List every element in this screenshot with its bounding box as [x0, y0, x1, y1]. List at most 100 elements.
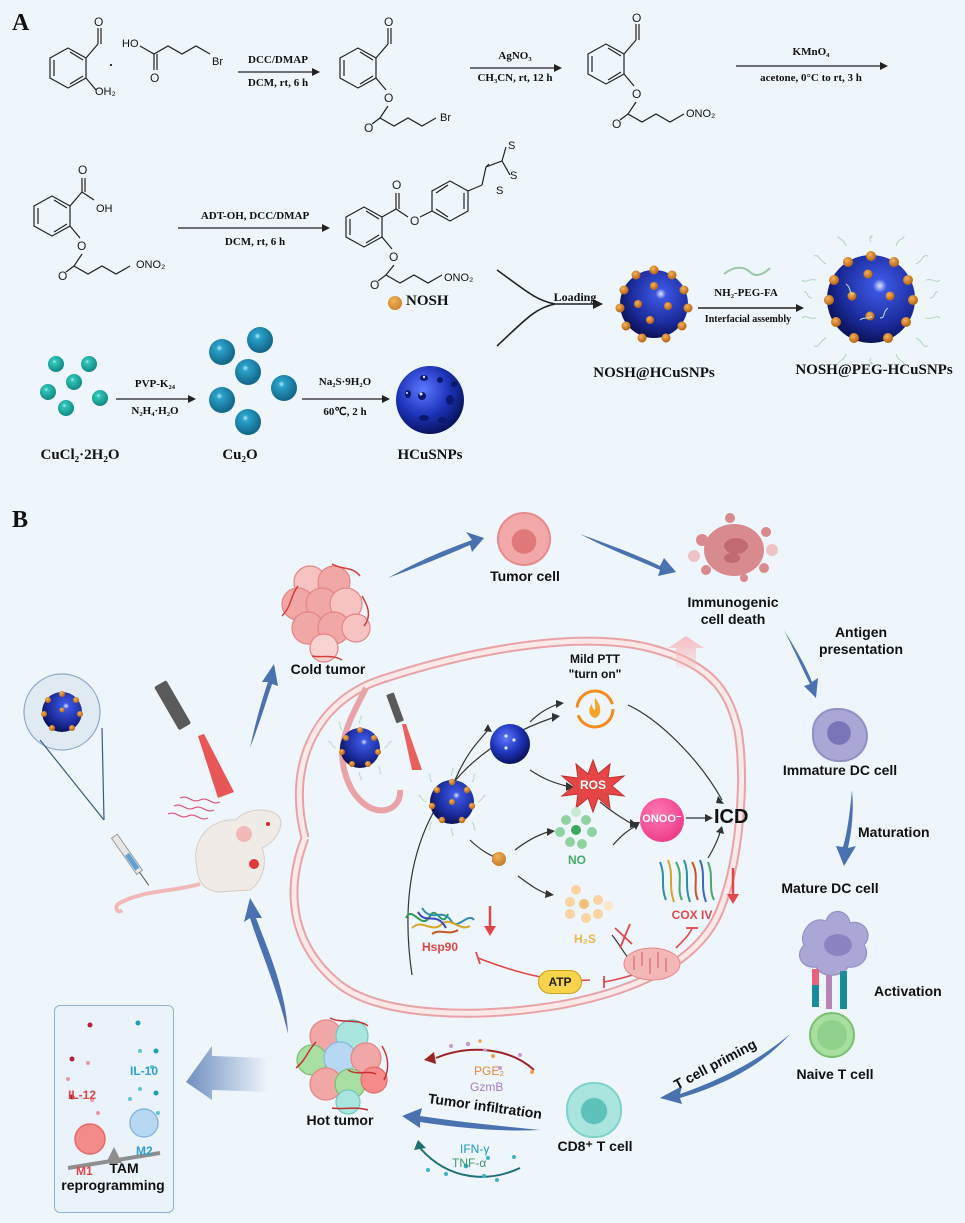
no-label: NO	[568, 853, 586, 867]
arrow-maturation	[836, 790, 856, 866]
step6-below: 60℃, 2 h	[323, 406, 367, 418]
cd8-t-cell-label: CD8⁺ T cell	[557, 1138, 633, 1154]
arrow-cold-to-tumor-cell	[388, 532, 484, 578]
arrow-tumor-infiltration	[402, 1108, 540, 1131]
svg-text:O: O	[384, 91, 393, 105]
arrow-hot-to-mouse	[244, 898, 288, 1034]
svg-text:O: O	[364, 121, 373, 135]
reaction-arrow-3	[736, 62, 888, 70]
m2-label: M2	[136, 1144, 153, 1158]
hcusnps-particle	[396, 366, 464, 434]
svg-text:O: O	[632, 87, 641, 101]
step1-above: DCC/DMAP	[248, 54, 308, 66]
gzmb-label: GzmB	[470, 1080, 504, 1094]
onoo-bubble-icon	[640, 798, 684, 842]
ifn-gamma-label: IFN-γ	[460, 1142, 490, 1156]
ono2-label-3: ONO₂	[444, 272, 474, 284]
nosh-inner-ball-icon	[492, 852, 506, 866]
reaction-arrow-4	[178, 224, 330, 232]
acid-nitrate-structure: O O O	[33, 163, 131, 283]
hsp90-label: Hsp90	[421, 940, 459, 954]
ring-s-label-2: S	[496, 185, 504, 197]
svg-text:O: O	[384, 15, 393, 29]
thione-s-label: S	[508, 140, 516, 152]
nosh-peg-particle-inner	[417, 767, 487, 837]
hot-tumor-label: Hot tumor	[306, 1112, 374, 1128]
hsp90-protein-icon	[405, 907, 475, 935]
mature-dc-label: Mature DC cell	[781, 880, 879, 896]
svg-text:O: O	[612, 117, 621, 131]
svg-text:O: O	[389, 250, 398, 264]
antigen-presentation-label: Antigen presentation	[806, 624, 916, 658]
salicylaldehyde-structure: O	[49, 15, 103, 91]
step5-above: PVP-K₂₄	[134, 378, 176, 390]
mitochondrion-icon	[623, 947, 681, 981]
nanoparticle-in-pocket	[327, 715, 393, 781]
tam-scene	[66, 1020, 161, 1170]
icd-title-line2: cell death	[700, 611, 766, 627]
svg-text:O: O	[410, 214, 419, 228]
step1-below: DCM, rt, 6 h	[247, 77, 309, 89]
no-molecules-icon	[555, 807, 597, 849]
cu2o-label: Cu₂O	[222, 447, 258, 463]
onoo-label: ONOO⁻	[642, 813, 682, 825]
mild-ptt-line1: Mild PTT	[570, 652, 620, 666]
tumor-cell-icon	[497, 512, 551, 566]
svg-text:O: O	[78, 163, 87, 177]
svg-text:O: O	[77, 239, 86, 253]
arrow-t-cell-priming	[660, 1034, 790, 1104]
step2-below: CH₃CN, rt, 12 h	[477, 72, 553, 84]
tam-reprogramming-box	[54, 1005, 174, 1213]
panel-a-label: A	[12, 10, 30, 36]
reaction-arrow-1	[238, 68, 320, 76]
atp-badge: ATP	[538, 970, 582, 994]
arrow-tumor-cell-to-icd	[580, 534, 676, 576]
cytokine-arc-top	[435, 1048, 535, 1071]
icd-label: ICD	[714, 806, 749, 828]
oh-label: OH	[96, 203, 113, 215]
immunogenic-cell-death-icon	[688, 513, 778, 582]
step4-above: ADT-OH, DCC/DMAP	[200, 210, 310, 222]
cox4-protein-icon	[659, 859, 715, 903]
il10-label: IL-10	[130, 1064, 159, 1078]
ros-label: ROS	[579, 778, 606, 792]
oh2-label: OH₂	[95, 86, 116, 98]
nosh-hcusnps-label: NOSH@HCuSNPs	[593, 365, 715, 381]
icd-title: Immunogenic cell death	[670, 594, 796, 628]
cold-tumor-label: Cold tumor	[290, 661, 366, 677]
tam-line1: TAM	[109, 1160, 139, 1176]
step6-above: Na₂S·9H₂O	[318, 376, 372, 388]
br-label-2: Br	[440, 112, 451, 124]
svg-text:O: O	[632, 11, 641, 25]
cytokine-arc-bottom	[419, 1147, 521, 1178]
peg-strand-icon	[723, 266, 771, 276]
step4-below: DCM, rt, 6 h	[224, 236, 286, 248]
plus-dot: ·	[108, 54, 114, 74]
nosh-peg-hcusnps-particle	[801, 235, 941, 365]
immature-dc-icon	[812, 708, 868, 762]
tam-reprogramming-label: TAM	[54, 1160, 172, 1177]
step3-below: acetone, 0°C to rt, 3 h	[760, 72, 862, 84]
panel-b-label: B	[12, 507, 29, 533]
merge-arrow	[496, 269, 603, 347]
arrow-mouse-to-cold	[250, 664, 278, 748]
svg-text:O: O	[370, 278, 379, 292]
reaction-arrow-peg	[698, 304, 804, 312]
reaction-arrow-5	[116, 395, 196, 403]
icd-title-line1: Immunogenic	[687, 594, 779, 610]
svg-text:O: O	[392, 178, 401, 192]
immature-dc-label: Immature DC cell	[782, 762, 898, 778]
ho-label: HO	[122, 38, 139, 50]
br-label-1: Br	[212, 56, 223, 68]
step3-above: KMnO₄	[792, 46, 830, 58]
naive-t-cell-label: Naive T cell	[796, 1066, 874, 1082]
maturation-label: Maturation	[858, 824, 930, 840]
cd8-t-cell-icon	[566, 1082, 622, 1138]
nosh-ball-icon	[388, 296, 402, 310]
hot-tumor-icon	[295, 1017, 389, 1115]
step5-below: N₂H₄·H₂O	[131, 405, 179, 417]
h2s-molecules-icon	[565, 885, 613, 923]
arrow-to-tam	[186, 1046, 268, 1100]
cox4-label: COX IV	[671, 908, 713, 922]
